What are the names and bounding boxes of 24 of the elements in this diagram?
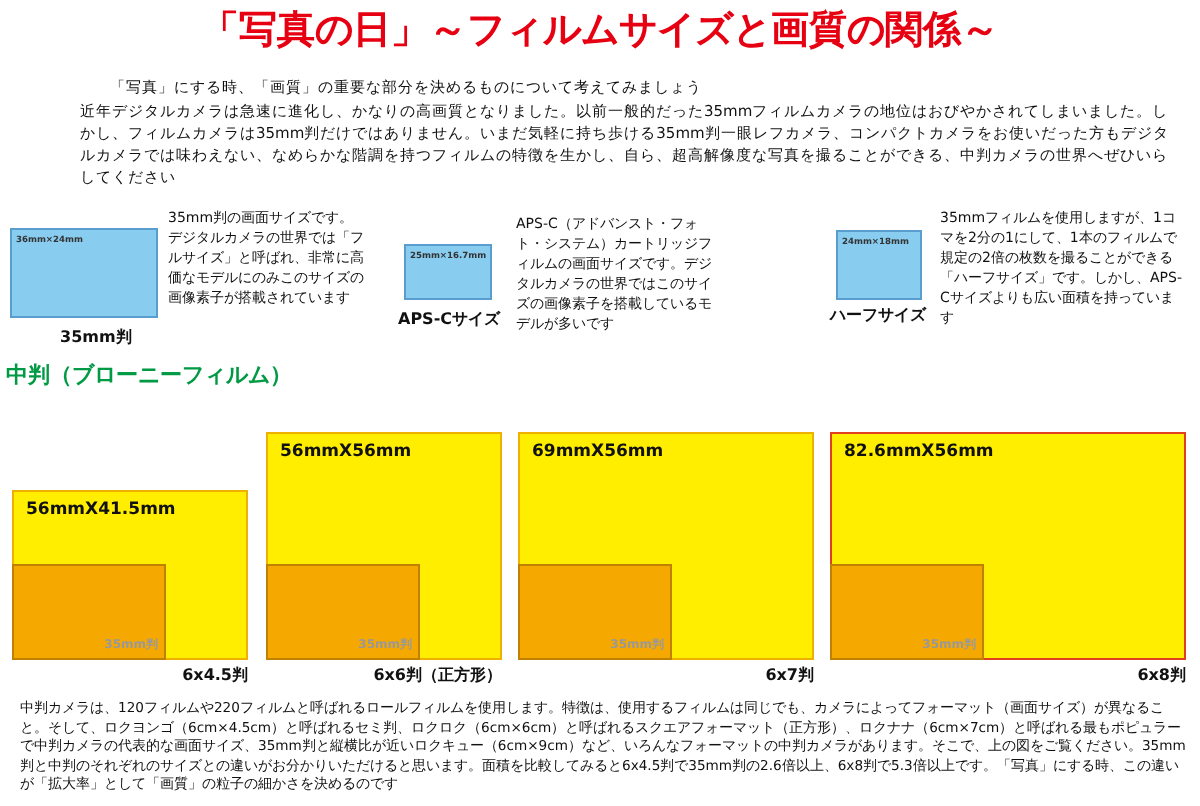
title: 「写真の日」～フィルムサイズと画質の関係～ xyxy=(199,6,1001,56)
overlay-box xyxy=(12,564,166,660)
node-label: 6x8判 xyxy=(1137,664,1186,686)
section-heading: 中判（ブローニーフィルム） xyxy=(6,360,292,390)
size-label: 82.6mmX56mm xyxy=(844,442,994,462)
format-box xyxy=(836,230,922,300)
format-box xyxy=(404,244,492,300)
format-box xyxy=(518,432,814,660)
node-label: 6x6判（正方形） xyxy=(373,664,502,686)
node-label: APS-Cサイズ xyxy=(398,308,501,330)
overlay-box xyxy=(518,564,672,660)
size-label: 56mmX56mm xyxy=(280,442,412,462)
format-box xyxy=(10,228,158,318)
overlay-box xyxy=(266,564,420,660)
format-box xyxy=(266,432,502,660)
overlay-box xyxy=(830,564,984,660)
node-label: 35mm判 xyxy=(60,326,132,348)
format-box xyxy=(830,432,1186,660)
size-label: 56mmX41.5mm xyxy=(26,500,176,520)
node-label: 6x7判 xyxy=(765,664,814,686)
node-label: 6x4.5判 xyxy=(182,664,248,686)
format-box xyxy=(12,490,248,660)
size-label: 69mmX56mm xyxy=(532,442,664,462)
node-label: ハーフサイズ xyxy=(830,304,926,326)
